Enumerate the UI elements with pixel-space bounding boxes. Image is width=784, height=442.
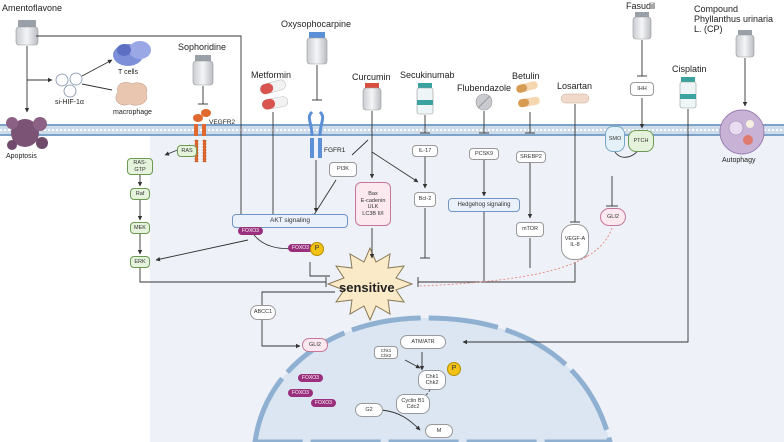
smo-node: SMO [605, 126, 625, 152]
drug-bottle-icon [632, 12, 652, 40]
label-flubendazole: Flubendazole [457, 83, 512, 93]
ras-gtp-node: RAS- GTP [127, 158, 153, 175]
cyclin-cdc2-node: Cyclin B1 Cdc2 [396, 394, 430, 414]
starburst-icon [326, 246, 414, 322]
autophagic-cell-icon [719, 109, 765, 155]
label-t-cells: T cells [118, 69, 139, 76]
capsule-icon [516, 81, 540, 108]
drug-bottle-icon [735, 30, 755, 58]
capsule-icon [260, 79, 289, 110]
foxo3-nuclear-node: FOXO3 [288, 389, 313, 397]
curcumin-targets-node: Bax E-cadenin ULK LC3B II/I [355, 182, 391, 226]
label-fgfr1: FGFR1 [324, 147, 346, 154]
ras-node: RAS [177, 145, 197, 157]
gli2-nuclear-node: GLI2 [302, 338, 328, 352]
drug-bottle-icon [362, 83, 382, 111]
apoptotic-cell-icon [6, 117, 48, 150]
chk1-chk2-node: Chk1 Chk2 [418, 370, 446, 390]
tablet-icon [475, 93, 493, 111]
foxo3-phospho-node: FOXO3 [288, 244, 313, 252]
mek-node: MEK [130, 222, 150, 234]
chk-small-node: Chk1 Chk2 [374, 346, 398, 359]
foxo3-node: FOXO3 [238, 227, 263, 235]
label-si-hif: si-HIF-1α [55, 99, 84, 106]
m-node: M [425, 424, 453, 438]
label-fasudil: Fasudil [626, 1, 656, 11]
akt-signaling-node: AKT signaling [232, 214, 348, 228]
vial-icon [416, 83, 434, 115]
label-cisplatin: Cisplatin [672, 64, 707, 74]
label-macrophage: macrophage [113, 109, 152, 116]
erk-node: ERK [130, 256, 150, 268]
ptch-node: PTCH [628, 130, 654, 152]
label-vegfr2: VEGFR2 [209, 119, 236, 126]
receptor-icon [307, 110, 325, 158]
si-hif-icon [55, 72, 83, 98]
label-losartan: Losartan [557, 81, 593, 91]
drug-bottle-icon [306, 32, 328, 65]
pi3k-node: PI3K [329, 162, 357, 177]
label-metformin: Metformin [251, 70, 292, 80]
drug-bottle-icon [192, 55, 214, 86]
label-curcumin: Curcumin [352, 72, 391, 82]
phospho-badge: P [310, 242, 324, 256]
label-apoptosis: Apoptosis [6, 153, 37, 160]
ihh-node: IHH [630, 82, 654, 96]
label-amentoflavone: Amentoflavone [2, 3, 63, 13]
hedgehog-signaling-node: Hedgehog signaling [448, 198, 520, 212]
drug-bottle-icon [15, 20, 39, 46]
raf-node: Raf [130, 188, 150, 200]
atm-atr-node: ATM/ATR [400, 335, 446, 349]
foxo3-nuclear-node: FOXO3 [311, 399, 336, 407]
foxo3-nuclear-node: FOXO3 [298, 374, 323, 382]
phospho-badge: P [447, 362, 461, 376]
gli2-cyto-node: GLI2 [600, 208, 626, 226]
label-oxysophocarpine: Oxysophocarpine [281, 19, 352, 29]
cell-membrane [0, 124, 784, 136]
vial-icon [679, 77, 697, 109]
srebp2-node: SREBP2 [516, 151, 546, 163]
vegfa-il8-node: VEGF-A IL-8 [561, 224, 589, 260]
t-cell-icon [113, 41, 151, 66]
label-sophoridine: Sophoridine [178, 42, 227, 52]
label-betulin: Betulin [512, 71, 540, 81]
pcsk9-node: PCSK9 [469, 148, 499, 160]
il17-node: IL-17 [412, 145, 438, 157]
tablet-icon [560, 93, 590, 104]
label-secukinumab: Secukinumab [400, 70, 455, 80]
macrophage-icon [115, 82, 148, 106]
label-cp: Compound Phyllanthus urinaria L. (CP) [694, 4, 774, 34]
sensitive-label: sensitive [339, 280, 395, 295]
bcl2-node: Bcl-2 [414, 192, 436, 207]
receptor-icon [193, 109, 211, 163]
abcc1-node: ABCC1 [250, 305, 276, 320]
mtor-node: mTOR [516, 222, 544, 237]
label-autophagy: Autophagy [722, 157, 756, 164]
g2-node: G2 [355, 403, 383, 417]
